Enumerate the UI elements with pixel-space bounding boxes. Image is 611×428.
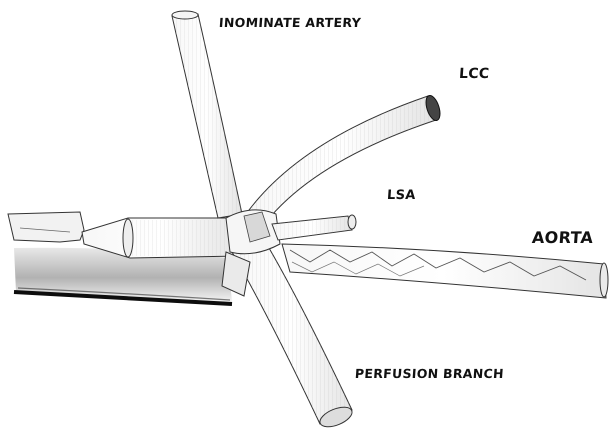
label-lcc: LCC xyxy=(458,66,489,82)
label-perfusion-branch: PERFUSION BRANCH xyxy=(354,366,504,381)
lsa-graft xyxy=(272,215,356,240)
label-aorta: AORTA xyxy=(531,228,593,247)
label-inominate-artery: INOMINATE ARTERY xyxy=(218,15,361,30)
aorta-stent-graft xyxy=(282,244,608,298)
label-lsa: LSA xyxy=(386,188,416,203)
inominate-artery-graft xyxy=(172,11,242,218)
